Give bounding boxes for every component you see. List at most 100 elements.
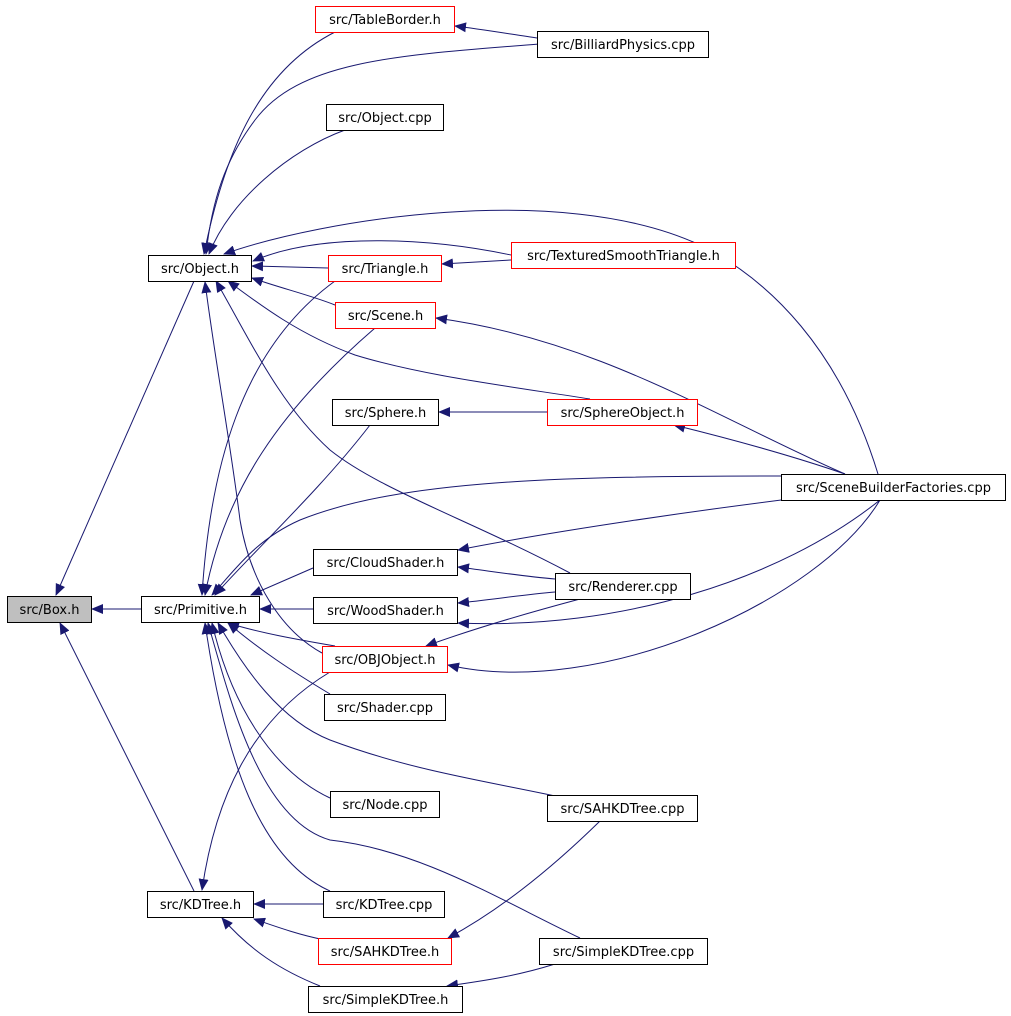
- edge-scenebuilderfactories_cpp-to-objobject_h: [447, 499, 881, 673]
- node-kdtree-cpp[interactable]: src/KDTree.cpp: [323, 891, 445, 918]
- node-label: src/Triangle.h: [342, 262, 429, 277]
- node-scenebuilderfactories-cpp[interactable]: src/SceneBuilderFactories.cpp: [781, 474, 1006, 501]
- node-triangle-h[interactable]: src/Triangle.h: [328, 255, 442, 282]
- edge-object_h-to-box_h: [55, 280, 195, 596]
- node-box: [313, 549, 458, 576]
- edge-sahkdtree_cpp-to-primitive_h: [217, 622, 561, 798]
- edge-scenebuilderfactories_cpp-to-woodshader_h: [457, 499, 881, 629]
- node-label: src/Node.cpp: [342, 798, 427, 813]
- node-label: src/TexturedSmoothTriangle.h: [527, 249, 720, 264]
- node-label: src/Object.h: [161, 262, 239, 277]
- edge-kdtree_h-to-box_h: [59, 622, 195, 892]
- node-label: src/Shader.cpp: [337, 701, 433, 716]
- node-billiardphysics-cpp[interactable]: src/BilliardPhysics.cpp: [537, 31, 709, 58]
- node-woodshader-h[interactable]: src/WoodShader.h: [313, 597, 458, 624]
- node-primitive-h[interactable]: src/Primitive.h: [141, 596, 260, 623]
- node-label: src/KDTree.h: [160, 898, 241, 913]
- node-box: [511, 242, 736, 269]
- node-label: src/SAHKDTree.h: [331, 945, 440, 960]
- edge-sahkdtree_cpp-to-sahkdtree_h: [447, 820, 601, 939]
- node-label: src/SimpleKDTree.h: [323, 993, 449, 1008]
- node-sphereobject-h[interactable]: src/SphereObject.h: [547, 399, 698, 426]
- edge-billiardphysics_cpp-to-tableborder_h: [454, 22, 538, 39]
- node-tableborder-h[interactable]: src/TableBorder.h: [315, 6, 455, 33]
- node-box: [148, 255, 252, 282]
- node-box: [335, 302, 436, 329]
- edge-shader_cpp-to-primitive_h: [227, 622, 331, 695]
- edge-triangle_h-to-object_h: [251, 261, 329, 272]
- node-box: [781, 474, 1006, 501]
- edge-object_cpp-to-object_h: [208, 129, 346, 255]
- edge-simplekdtree_h-to-kdtree_h: [221, 917, 321, 987]
- node-shader-cpp[interactable]: src/Shader.cpp: [324, 694, 446, 721]
- edge-renderer_cpp-to-objobject_h: [425, 598, 581, 647]
- node-label: src/WoodShader.h: [327, 604, 444, 619]
- node-box: [313, 597, 458, 624]
- edges-layer: [55, 22, 881, 990]
- edge-sphereobject_h-to-object_h: [227, 280, 591, 400]
- edge-renderer_cpp-to-object_h: [215, 280, 571, 574]
- node-box: [547, 399, 698, 426]
- node-cloudshader-h[interactable]: src/CloudShader.h: [313, 549, 458, 576]
- nodes-layer: src/Box.h src/Primitive.h src/Object.h src/…: [7, 6, 1006, 1013]
- node-label: src/SceneBuilderFactories.cpp: [796, 481, 991, 496]
- edge-sahkdtree_h-to-kdtree_h: [253, 917, 326, 941]
- node-simplekdtree-cpp[interactable]: src/SimpleKDTree.cpp: [539, 938, 708, 965]
- edge-objobject_h-to-object_h: [201, 281, 323, 654]
- node-simplekdtree-h[interactable]: src/SimpleKDTree.h: [308, 986, 463, 1013]
- node-box-h[interactable]: src/Box.h: [7, 596, 92, 623]
- edge-objobject_h-to-kdtree_h: [198, 671, 331, 891]
- node-label: src/KDTree.cpp: [336, 898, 433, 913]
- node-node-cpp[interactable]: src/Node.cpp: [330, 791, 440, 818]
- node-box: [547, 795, 698, 822]
- node-label: src/BilliardPhysics.cpp: [551, 38, 695, 53]
- edge-scenebuilderfactories_cpp-to-object_h: [223, 209, 879, 475]
- node-kdtree-h[interactable]: src/KDTree.h: [147, 891, 254, 918]
- node-label: src/SphereObject.h: [561, 406, 685, 421]
- edge-scenebuilderfactories_cpp-to-primitive_h: [211, 475, 782, 596]
- edge-cloudshader_h-to-primitive_h: [250, 567, 314, 596]
- node-objobject-h[interactable]: src/OBJObject.h: [322, 646, 448, 673]
- node-box: [330, 791, 440, 818]
- node-texturedsmoothtriangle-h[interactable]: src/TexturedSmoothTriangle.h: [511, 242, 736, 269]
- node-box: [315, 6, 455, 33]
- node-sahkdtree-cpp[interactable]: src/SAHKDTree.cpp: [547, 795, 698, 822]
- node-box: [318, 938, 452, 965]
- node-label: src/Scene.h: [348, 309, 423, 324]
- edge-scenebuilderfactories_cpp-to-cloudshader_h: [457, 496, 806, 553]
- node-label: src/OBJObject.h: [334, 653, 435, 668]
- edge-objobject_h-to-primitive_h: [227, 621, 336, 647]
- node-label: src/Sphere.h: [345, 406, 427, 421]
- node-box: [555, 573, 691, 600]
- node-box: [323, 891, 445, 918]
- edge-texturedsmoothtriangle_h-to-triangle_h: [441, 258, 512, 269]
- node-box: [324, 694, 446, 721]
- edge-node_cpp-to-primitive_h: [209, 622, 331, 799]
- edge-renderer_cpp-to-woodshader_h: [457, 591, 556, 607]
- node-scene-h[interactable]: src/Scene.h: [335, 302, 436, 329]
- node-label: src/Object.cpp: [338, 111, 431, 126]
- edge-kdtree_cpp-to-primitive_h: [201, 622, 331, 892]
- node-sphere-h[interactable]: src/Sphere.h: [332, 399, 439, 426]
- edge-scenebuilderfactories_cpp-to-sphereobject_h: [673, 422, 846, 475]
- edge-simplekdtree_cpp-to-simplekdtree_h: [446, 963, 556, 990]
- node-box: [539, 938, 708, 965]
- node-box: [326, 104, 444, 131]
- edge-simplekdtree_cpp-to-primitive_h: [206, 622, 581, 939]
- edge-renderer_cpp-to-cloudshader_h: [457, 563, 556, 580]
- node-renderer-cpp[interactable]: src/Renderer.cpp: [555, 573, 691, 600]
- node-object-cpp[interactable]: src/Object.cpp: [326, 104, 444, 131]
- node-sahkdtree-h[interactable]: src/SAHKDTree.h: [318, 938, 452, 965]
- edge-tableborder_h-to-object_h: [201, 31, 336, 255]
- edge-scene_h-to-primitive_h: [202, 327, 376, 596]
- node-object-h[interactable]: src/Object.h: [148, 255, 252, 282]
- node-box: [141, 596, 260, 623]
- edge-billiardphysics_cpp-to-object_h: [202, 43, 541, 255]
- node-label: src/Primitive.h: [154, 603, 247, 618]
- edge-triangle_h-to-primitive_h: [197, 280, 336, 596]
- node-box: [147, 891, 254, 918]
- node-box: [328, 255, 442, 282]
- edge-scene_h-to-object_h: [251, 276, 336, 306]
- node-label: src/Box.h: [20, 603, 80, 618]
